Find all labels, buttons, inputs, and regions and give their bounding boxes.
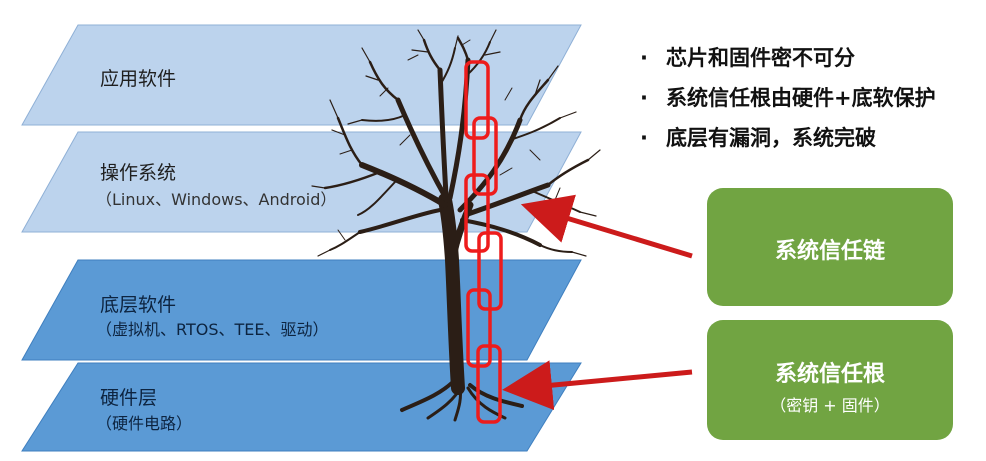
- list-item: · 芯片和固件密不可分: [640, 38, 936, 78]
- bullet-marker: ·: [640, 46, 648, 70]
- bullet-marker: ·: [640, 126, 648, 150]
- list-item: · 底层有漏洞，系统完破: [640, 118, 936, 158]
- layer-low-title: 底层软件: [100, 294, 177, 316]
- layer-hw-plane: [21, 362, 582, 452]
- list-item: · 系统信任根由硬件+底软保护: [640, 78, 936, 118]
- bullet-marker: ·: [640, 86, 648, 110]
- bullet-text: 芯片和固件密不可分: [666, 46, 855, 70]
- trust-root-title: 系统信任根: [774, 362, 885, 387]
- chain-link: [476, 344, 502, 424]
- layer-app-title: 应用软件: [100, 68, 177, 90]
- layer-low-subtitle: （虚拟机、RTOS、TEE、驱动）: [96, 320, 329, 339]
- trust-chain-box: 系统信任链: [707, 188, 953, 306]
- chain-link: [464, 60, 490, 140]
- layer-hw-title: 硬件层: [100, 387, 158, 409]
- chain-link: [472, 116, 498, 196]
- trust-root-subtitle: （密钥 + 固件）: [770, 396, 890, 415]
- chain-link: [464, 173, 490, 253]
- key-points-list: · 芯片和固件密不可分 · 系统信任根由硬件+底软保护 · 底层有漏洞，系统完破: [640, 38, 936, 158]
- bullet-text: 底层有漏洞，系统完破: [666, 126, 876, 150]
- layer-os-subtitle: （Linux、Windows、Android）: [96, 190, 337, 209]
- trust-root-box: 系统信任根 （密钥 + 固件）: [707, 320, 953, 440]
- arrow-icon: [520, 194, 693, 259]
- arrow-icon: [502, 360, 693, 411]
- layer-os-title: 操作系统: [100, 162, 177, 184]
- chain-icon: [464, 60, 503, 424]
- trust-chain-title: 系统信任链: [774, 239, 885, 264]
- bullet-text: 系统信任根由硬件+底软保护: [666, 86, 936, 110]
- layer-low-plane: [21, 259, 582, 361]
- layer-hw-subtitle: （硬件电路）: [96, 414, 193, 433]
